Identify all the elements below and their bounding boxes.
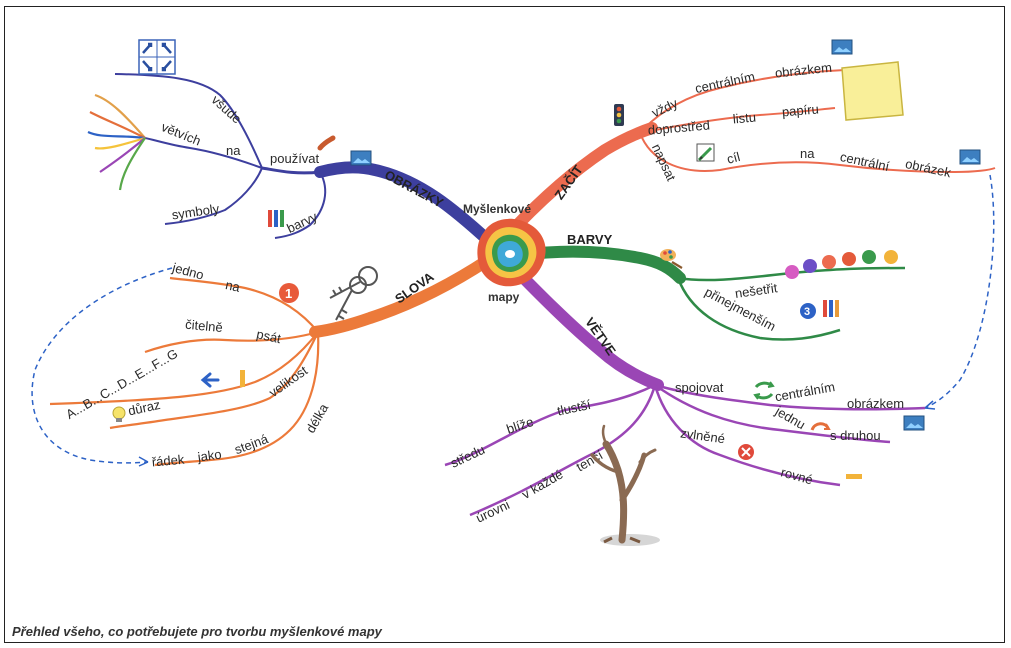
caption: Přehled všeho, co potřebujete pro tvorbu… (12, 624, 382, 639)
pencil-yellow-icon (240, 370, 245, 387)
diagram-frame (4, 6, 1005, 643)
connect-arrows-icon (753, 381, 775, 400)
branch-zacit: ZAČÍT vždy centrálním obrázkem doprostře… (499, 60, 996, 410)
word-jako: jako (196, 446, 223, 464)
word-na-slova: na (224, 277, 242, 295)
arrow-left-icon (200, 372, 220, 388)
word-tenci: tenčí (574, 447, 606, 474)
picture-icon (903, 415, 925, 431)
word-urovni: úrovni (473, 497, 512, 526)
lightbulb-icon (112, 406, 126, 422)
picture-icon (350, 150, 372, 166)
branch-slova: SLOVA jedno na čitelně psát A...B...C...… (31, 254, 494, 470)
word-napsat: napsat (649, 141, 679, 183)
badge-one: 1 (279, 283, 299, 303)
word-nesetrit: nešetřit (734, 280, 779, 301)
traffic-light-icon (614, 104, 624, 126)
word-obrazek: obrázek (904, 156, 953, 180)
arrows-grid-icon (138, 39, 176, 75)
word-velikost: velikost (266, 363, 310, 400)
key-icon (329, 266, 378, 321)
word-rovne: rovné (779, 464, 814, 487)
branch-label-barvy: BARVY (567, 232, 613, 247)
center-title-line1: Myšlenkové (463, 202, 531, 216)
word-citelne: čitelně (185, 317, 224, 335)
badge-three-label: 3 (804, 306, 810, 318)
word-v-kazde: v každé (519, 467, 565, 502)
picture-icon (831, 39, 853, 55)
pencil-paper-icon (696, 143, 715, 162)
word-papiru: papíru (781, 101, 819, 119)
word-doprostred: doprostřed (647, 117, 710, 137)
brush-stroke-icon (317, 135, 336, 151)
word-centralni: centrální (839, 149, 891, 174)
pencils-icon (268, 210, 284, 227)
branch-label-obrazky: OBRÁZKY (382, 167, 446, 211)
word-duraz: důraz (127, 397, 162, 418)
palette-icon (660, 249, 683, 269)
word-obrazkem-2: obrázkem (847, 396, 904, 411)
word-na-obrazky: na (226, 143, 241, 158)
word-psat: psát (255, 326, 283, 346)
word-na-zacit: na (800, 146, 815, 161)
notepad-icon (841, 61, 904, 121)
badge-three: 3 (800, 303, 816, 319)
tree-icon (590, 424, 660, 546)
picture-icon (959, 149, 981, 165)
word-vzdy: vždy (649, 95, 680, 120)
word-blize: blíže (505, 414, 536, 437)
center-title-line2: mapy (488, 290, 520, 304)
word-barvy-obrazky: barvy (284, 209, 320, 236)
word-cil: cíl (725, 149, 742, 167)
word-listu: listu (732, 110, 756, 127)
badge-one-label: 1 (285, 286, 292, 301)
word-pouzivat: používat (270, 151, 320, 166)
word-centralnim-2: centrálním (774, 379, 836, 404)
branch-obrazky: OBRÁZKY všude větvích na používat symbol… (87, 73, 496, 248)
central-image: Myšlenkové mapy (463, 202, 546, 304)
cross-icon (738, 444, 754, 460)
word-tlusti: tlustší (556, 397, 593, 419)
word-s-druhou: s druhou (830, 428, 881, 443)
word-stredu: středu (448, 442, 487, 471)
word-obrazkem-1: obrázkem (774, 60, 832, 81)
word-zvlnene: zvlněné (679, 425, 725, 446)
word-spojovat: spojovat (675, 380, 724, 395)
word-centralnim-1: centrálním (694, 69, 756, 96)
word-radek: řádek (151, 452, 185, 470)
pencils-icon (823, 300, 839, 317)
word-symboly: symboly (171, 201, 221, 223)
ruler-icon (846, 474, 862, 479)
curve-arrow-icon (810, 422, 831, 431)
color-balls-icon (785, 250, 898, 279)
